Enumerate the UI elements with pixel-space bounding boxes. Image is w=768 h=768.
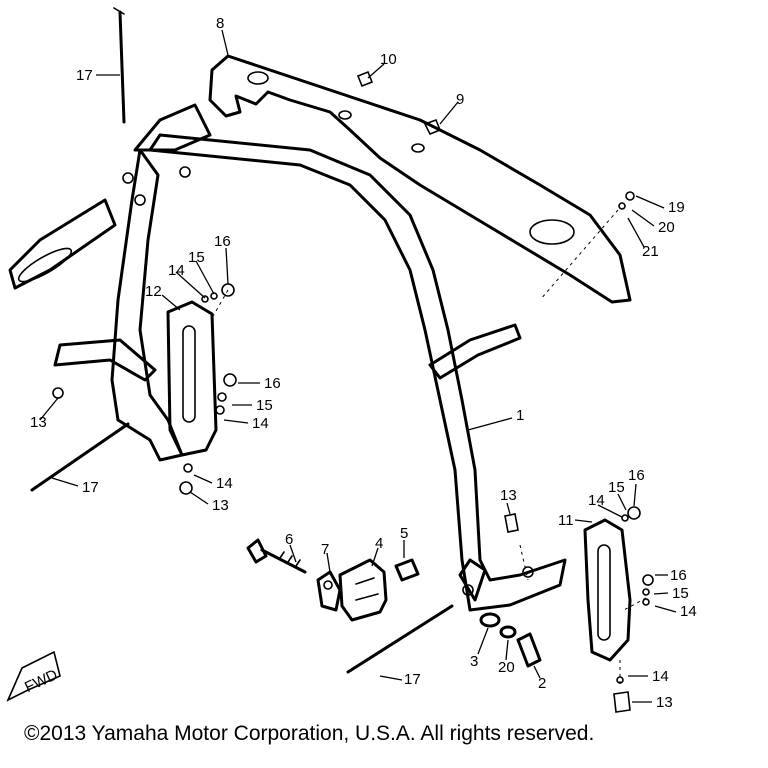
callout-6: 6 xyxy=(285,531,293,548)
fwd-label: FWD xyxy=(22,666,60,696)
callout-12: 12 xyxy=(145,283,162,300)
callout-8: 8 xyxy=(216,15,224,32)
callout-5: 5 xyxy=(400,525,408,542)
callout-13-left: 13 xyxy=(30,414,47,431)
part-11-right-bracket xyxy=(583,518,632,662)
part-7-plate xyxy=(316,570,342,612)
part-17-cables xyxy=(30,7,454,674)
fwd-arrow-icon: FWD xyxy=(6,650,61,702)
callout-14-low-right: 14 xyxy=(680,603,697,620)
part-8-top-plate xyxy=(208,54,632,304)
leader-lines xyxy=(39,29,677,703)
callout-13-mid: 13 xyxy=(500,487,517,504)
part-3-20-2-fasteners xyxy=(479,612,542,668)
part-1-main-frame xyxy=(8,103,567,612)
callout-17-top: 17 xyxy=(76,67,93,84)
callout-15-mid: 15 xyxy=(256,397,273,414)
callout-14-bottom: 14 xyxy=(652,668,669,685)
callout-17-left: 17 xyxy=(82,479,99,496)
part-12-left-bracket xyxy=(166,300,218,457)
callout-15-low-right: 15 xyxy=(672,585,689,602)
callout-16-mid: 16 xyxy=(264,375,281,392)
callout-3: 3 xyxy=(470,653,478,670)
callout-20-low: 20 xyxy=(498,659,515,676)
assembly-lines xyxy=(211,209,647,684)
callout-11: 11 xyxy=(558,512,574,529)
callout-14-left: 14 xyxy=(168,262,185,279)
callout-2: 2 xyxy=(538,675,546,692)
callout-10: 10 xyxy=(380,51,397,68)
callout-17-low: 17 xyxy=(404,671,421,688)
callout-4: 4 xyxy=(375,535,383,552)
callout-14-mid: 14 xyxy=(252,415,269,432)
callout-20-top: 20 xyxy=(658,219,675,236)
callout-16-right: 16 xyxy=(628,467,645,484)
callout-9: 9 xyxy=(456,91,464,108)
callout-1: 1 xyxy=(516,407,524,424)
part-4-mount-block xyxy=(338,558,388,622)
part-5-pin xyxy=(394,558,420,582)
callout-21: 21 xyxy=(642,243,659,260)
part-6-bolt xyxy=(246,538,307,574)
callout-14-low: 14 xyxy=(216,475,233,492)
callout-7: 7 xyxy=(321,541,329,558)
callout-14-right: 14 xyxy=(588,492,605,509)
callout-16-left: 16 xyxy=(214,233,231,250)
copyright-notice: ©2013 Yamaha Motor Corporation, U.S.A. A… xyxy=(24,722,595,745)
callout-13-low: 13 xyxy=(212,497,229,514)
callout-13-bottom: 13 xyxy=(656,694,673,711)
callout-15-left: 15 xyxy=(188,249,205,266)
callout-15-right: 15 xyxy=(608,479,625,496)
callout-16-low-right: 16 xyxy=(670,567,687,584)
callout-labels: 17 8 10 9 19 20 21 12 14 15 16 16 15 14 … xyxy=(30,15,697,711)
callout-19: 19 xyxy=(668,199,685,216)
